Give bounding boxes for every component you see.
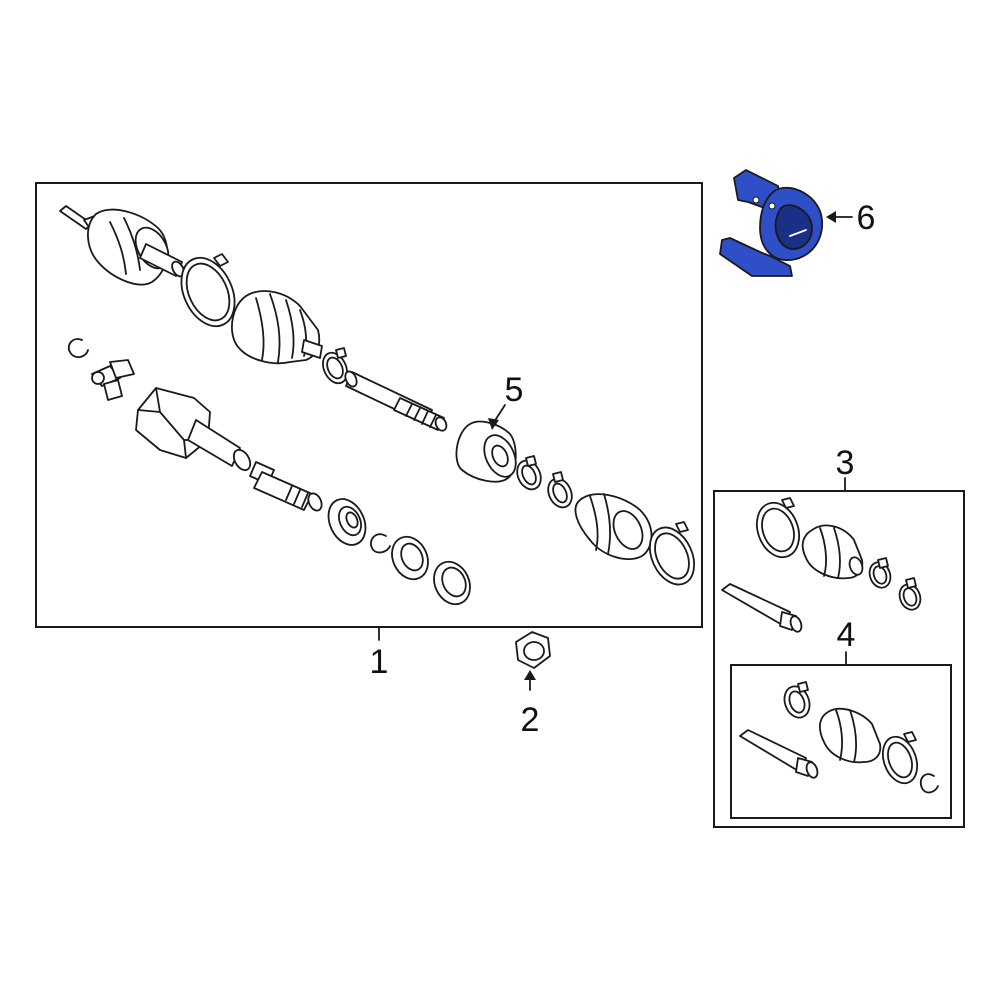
- boot-clamp-small[interactable]: [318, 347, 351, 387]
- bearing[interactable]: [321, 493, 372, 551]
- boot-kit-box-3: [713, 490, 965, 828]
- outer-boot[interactable]: [231, 290, 323, 365]
- boot-clamp-large-inner[interactable]: [641, 520, 703, 591]
- kit4-boot[interactable]: [819, 707, 882, 764]
- boot-clamp-large[interactable]: [171, 249, 245, 335]
- kit4-snap-ring[interactable]: [919, 773, 939, 794]
- boot-kit-box-4: [730, 664, 952, 819]
- inner-boot[interactable]: [574, 493, 653, 561]
- kit3-clamp-large[interactable]: [750, 497, 807, 563]
- kit3-boot[interactable]: [801, 524, 865, 580]
- arrow-2: [524, 670, 536, 680]
- kit3-grease-tube[interactable]: [721, 583, 803, 633]
- callout-4: 4: [837, 616, 856, 654]
- callout-6: 6: [857, 199, 876, 237]
- callout-3: 3: [836, 444, 855, 482]
- arrow-6: [826, 211, 836, 223]
- boot-clamp-inner-2[interactable]: [544, 471, 577, 511]
- kit4-clamp[interactable]: [780, 681, 813, 721]
- damper[interactable]: [455, 420, 522, 483]
- seal[interactable]: [385, 531, 434, 585]
- snap-ring[interactable]: [67, 338, 89, 358]
- axle-assembly-box: [35, 182, 703, 628]
- callout-5: 5: [505, 371, 524, 409]
- intermediate-shaft[interactable]: [343, 370, 448, 433]
- tripod-joint[interactable]: [91, 359, 135, 401]
- callout-1: 1: [370, 643, 389, 681]
- snap-ring-inner[interactable]: [370, 533, 391, 554]
- kit4-grease-tube[interactable]: [739, 729, 819, 779]
- outer-cv-joint[interactable]: [59, 205, 186, 286]
- kit3-clamp-1[interactable]: [866, 557, 894, 591]
- leader-5: [493, 404, 506, 423]
- callout-2: 2: [521, 701, 540, 739]
- inner-stub-shaft[interactable]: [249, 461, 324, 513]
- kit4-clamp-large[interactable]: [877, 731, 923, 788]
- arrow-5: [488, 418, 499, 430]
- axle-nut[interactable]: [515, 631, 551, 669]
- boot-clamp-inner-1[interactable]: [513, 455, 546, 493]
- bracket-icon[interactable]: [719, 169, 823, 277]
- kit3-clamp-2[interactable]: [896, 577, 924, 613]
- inner-cv-housing[interactable]: [135, 387, 254, 473]
- dust-shield[interactable]: [427, 556, 476, 610]
